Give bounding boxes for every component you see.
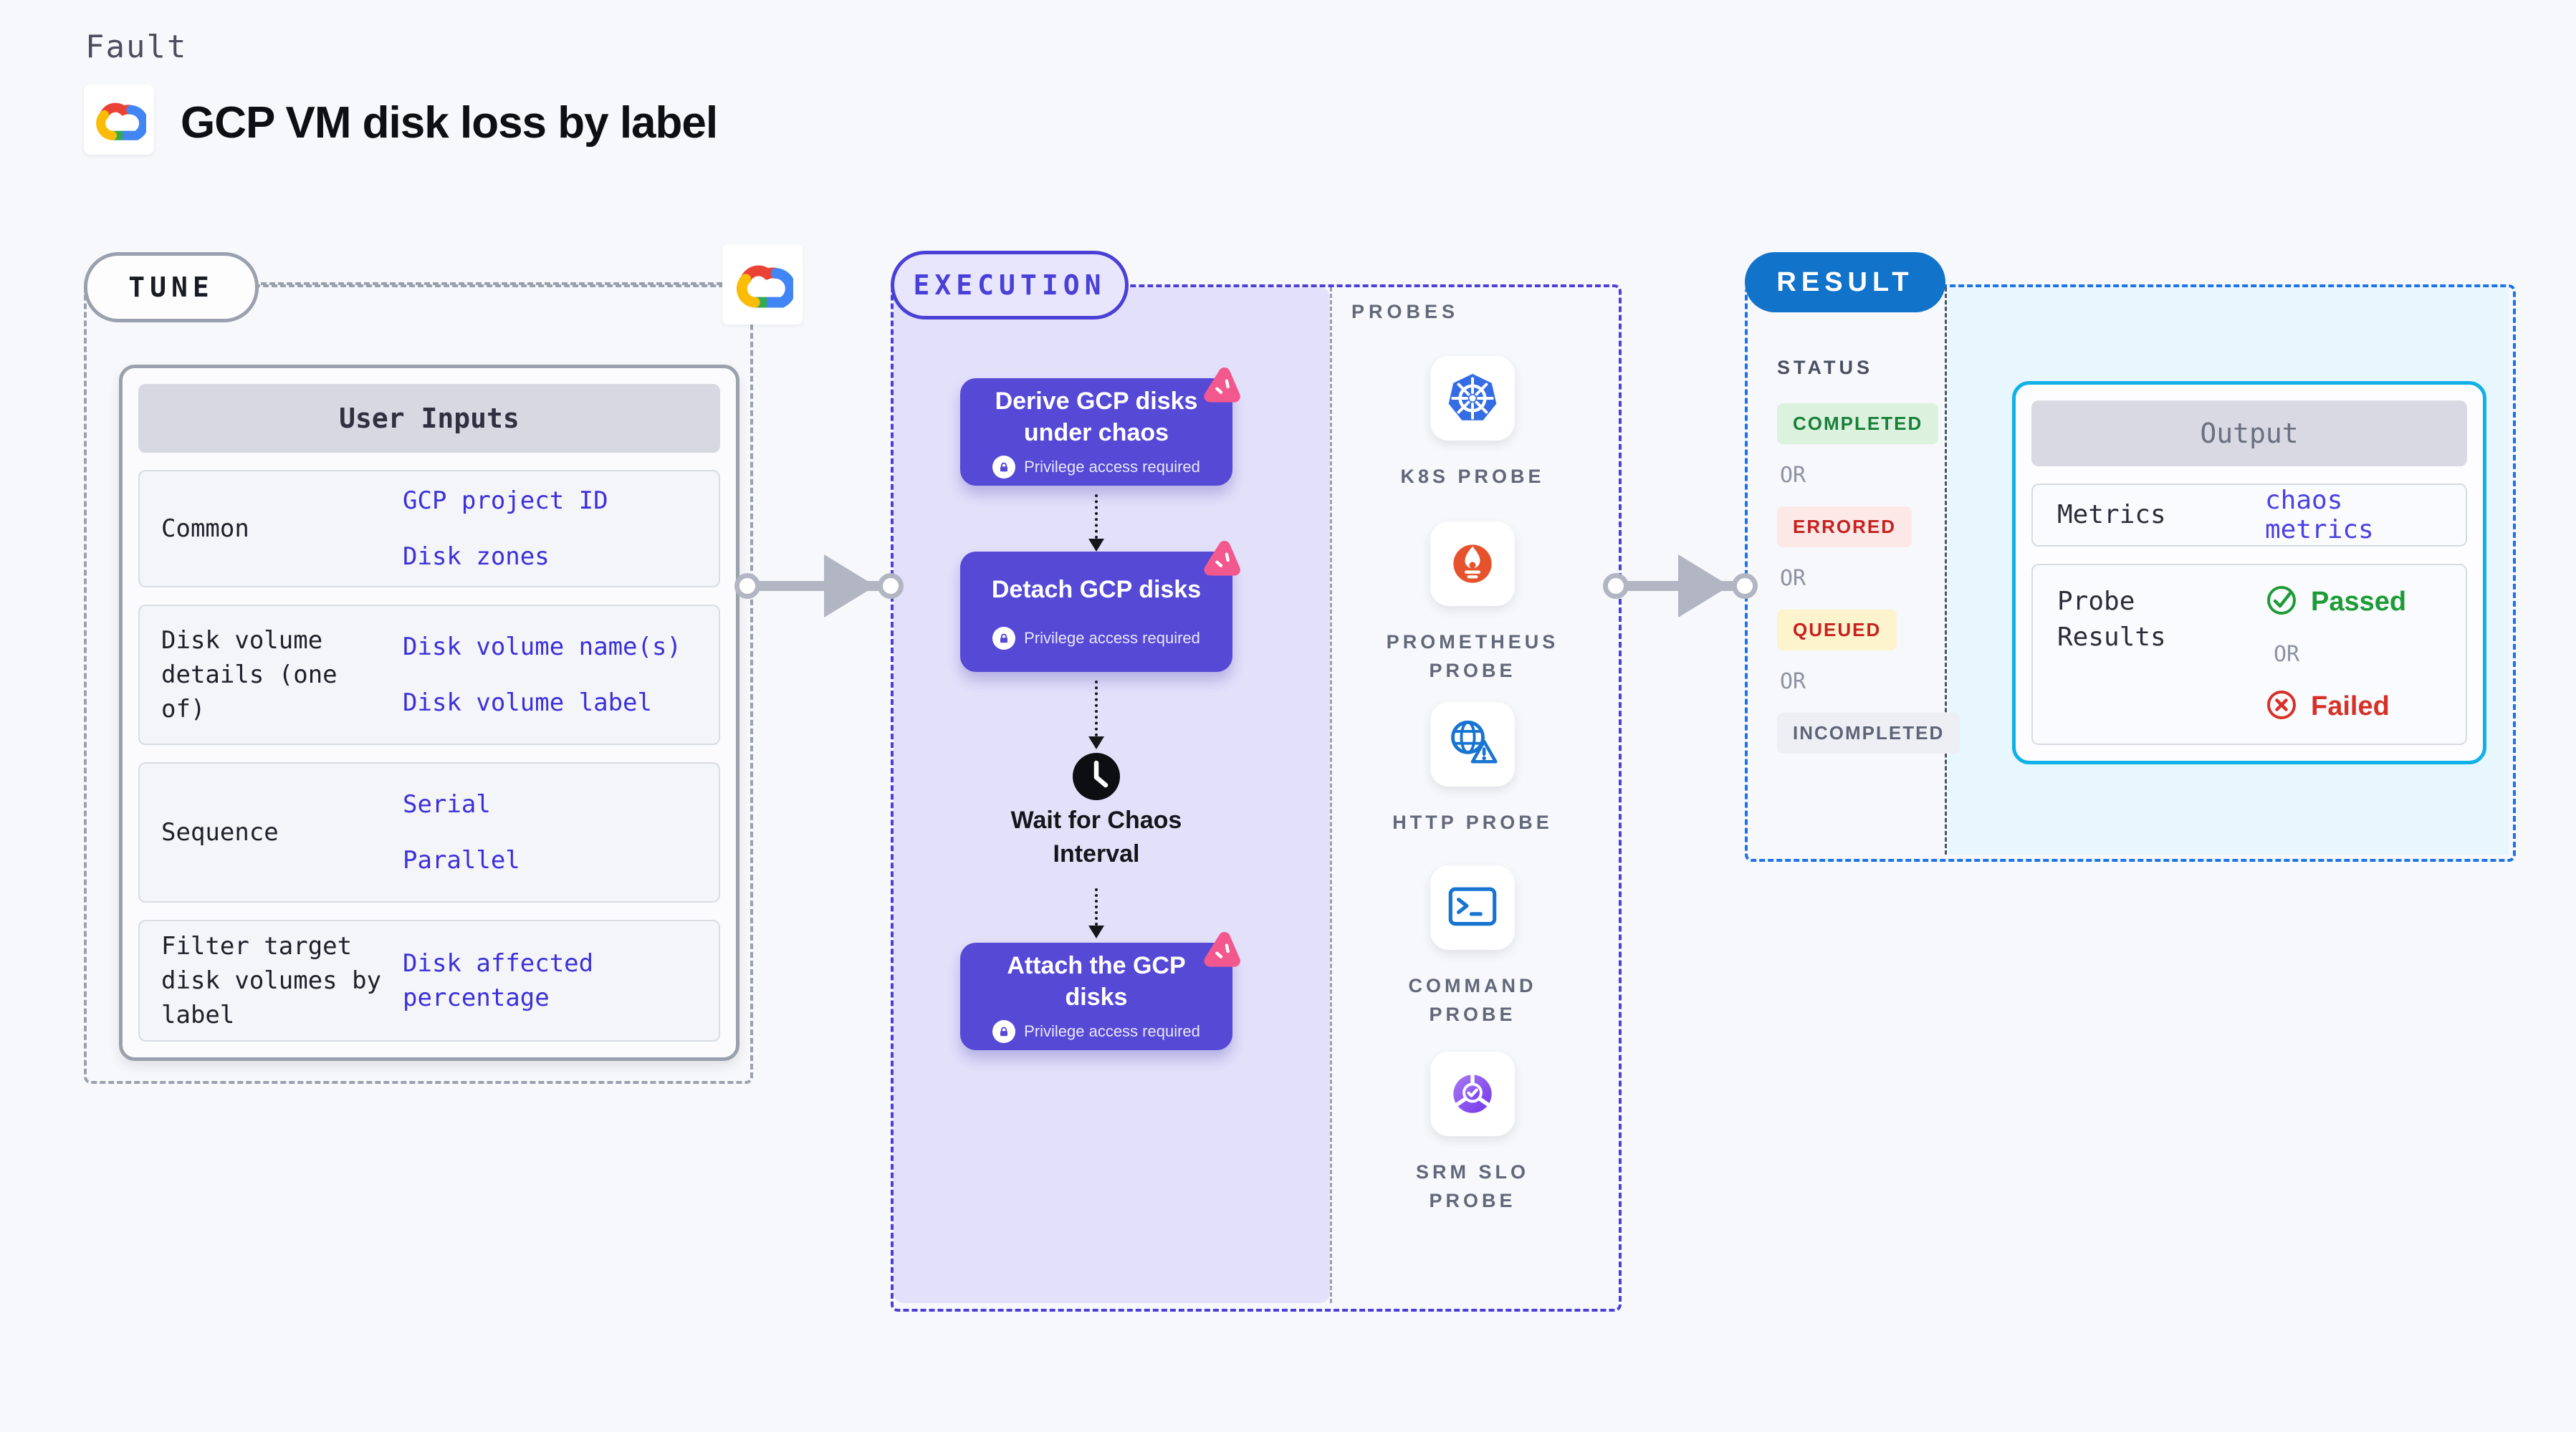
tune-gcp-tile — [722, 244, 803, 325]
user-inputs-title: User Inputs — [138, 384, 720, 453]
probe-label: COMMAND PROBE — [1408, 975, 1537, 1025]
status-badge-incompleted: INCOMPLETED — [1777, 713, 1960, 754]
privilege-note: Privilege access required — [1024, 629, 1200, 648]
probe-k8s: K8S PROBE — [1387, 356, 1558, 491]
user-inputs-card: User Inputs Common GCP project ID Disk z… — [119, 365, 739, 1061]
probe-results-row: Probe Results Passed OR — [2031, 564, 2467, 745]
or-label: OR — [1780, 669, 1806, 694]
flow-arrow — [1095, 681, 1098, 736]
probe-label: K8S PROBE — [1400, 466, 1545, 487]
row-value: Disk affected percentage — [403, 949, 594, 1012]
passed-label: Passed — [2311, 587, 2407, 617]
check-circle-icon — [2265, 584, 2298, 620]
probe-label: PROMETHEUS PROBE — [1386, 631, 1559, 681]
step-attach-gcp-disks: Attach the GCP disks Privilege access re… — [960, 931, 1240, 1050]
row-label: Filter target disk volumes by label — [161, 932, 382, 1029]
output-card: Output Metrics chaos metrics Probe Resul… — [2012, 381, 2486, 764]
row-value: Disk volume name(s) — [403, 633, 681, 661]
connector-endpoint — [734, 573, 760, 599]
lock-icon — [992, 1020, 1016, 1043]
flow-arrowhead — [1088, 736, 1104, 749]
step-title: Detach GCP disks — [991, 575, 1202, 603]
probe-label: HTTP PROBE — [1392, 812, 1553, 833]
metrics-row: Metrics chaos metrics — [2031, 484, 2467, 547]
flow-arrowhead — [1088, 926, 1104, 938]
row-value: GCP project ID — [403, 486, 608, 515]
or-label: OR — [1780, 566, 1806, 591]
output-title: Output — [2031, 400, 2467, 466]
probe-http: HTTP PROBE — [1387, 702, 1558, 837]
connector-endpoint — [878, 573, 904, 599]
gcp-cloud-icon — [96, 102, 146, 140]
flow-arrowhead — [1088, 539, 1104, 552]
command-terminal-icon — [1430, 865, 1515, 950]
page-title: GCP VM disk loss by label — [181, 98, 718, 148]
row-label: Sequence — [161, 818, 279, 847]
execution-probes-divider — [1330, 287, 1332, 1303]
status-badge-completed: COMPLETED — [1777, 403, 1939, 444]
kubernetes-icon — [1430, 356, 1515, 441]
privilege-note: Privilege access required — [1024, 1022, 1200, 1040]
connector-arrowhead — [824, 554, 876, 618]
row-value: Serial — [403, 790, 491, 819]
gcp-cloud-icon — [736, 265, 793, 308]
or-label: OR — [2274, 642, 2300, 667]
wait-for-chaos-interval-label: Wait for Chaos Interval — [1010, 807, 1182, 868]
connector-endpoint — [1603, 573, 1629, 599]
privilege-note: Privilege access required — [1024, 458, 1200, 476]
probe-results-label: Probe Results — [2057, 587, 2166, 652]
status-column: STATUS COMPLETED OR ERRORED OR QUEUED OR… — [1777, 357, 1960, 754]
lock-icon — [992, 456, 1016, 479]
probe-command: COMMAND PROBE — [1387, 865, 1558, 1029]
row-value: Disk volume label — [403, 688, 652, 717]
tune-section-box — [84, 284, 753, 1084]
flow-arrow — [1095, 888, 1098, 926]
tune-badge: TUNE — [84, 252, 259, 322]
metrics-label: Metrics — [2057, 500, 2166, 529]
prometheus-icon — [1430, 522, 1515, 606]
execution-badge: EXECUTION — [891, 251, 1129, 319]
user-input-row: Sequence Serial Parallel — [138, 762, 720, 903]
status-badge-errored: ERRORED — [1777, 506, 1912, 547]
status-output-divider — [1945, 287, 1947, 855]
step-detach-gcp-disks: Detach GCP disks Privilege access requir… — [960, 540, 1240, 672]
http-globe-icon — [1430, 702, 1515, 787]
x-circle-icon — [2265, 688, 2298, 725]
connector-endpoint — [1732, 573, 1758, 599]
step-title: Derive GCP disks under chaos — [995, 388, 1198, 446]
row-value: Disk zones — [403, 542, 550, 571]
lock-icon — [992, 627, 1016, 650]
step-title: Attach the GCP disks — [1007, 952, 1186, 1011]
execution-section-box — [891, 284, 1622, 1312]
row-label: Common — [161, 514, 249, 543]
litmus-chaos-icon — [1197, 926, 1248, 979]
row-label: Disk volume details (one of) — [161, 626, 337, 724]
tune-connector-dash — [252, 282, 722, 285]
probe-srm-slo: SRM SLO PROBE — [1387, 1052, 1558, 1215]
litmus-chaos-icon — [1197, 534, 1248, 588]
srm-slo-icon — [1430, 1052, 1515, 1136]
status-badge-queued: QUEUED — [1777, 610, 1897, 650]
probe-label: SRM SLO PROBE — [1415, 1161, 1529, 1211]
user-input-row: Disk volume details (one of) Disk volume… — [138, 605, 720, 745]
probe-prometheus: PROMETHEUS PROBE — [1387, 522, 1558, 685]
metrics-value: chaos metrics — [2265, 486, 2374, 544]
result-badge: RESULT — [1745, 252, 1945, 312]
user-input-row: Filter target disk volumes by label Disk… — [138, 920, 720, 1042]
clock-icon — [1071, 751, 1121, 805]
or-label: OR — [1780, 463, 1806, 488]
failed-label: Failed — [2311, 691, 2390, 721]
gcp-logo-tile — [84, 85, 154, 155]
user-input-row: Common GCP project ID Disk zones — [138, 470, 720, 587]
status-title: STATUS — [1777, 357, 1873, 378]
probes-title: PROBES — [1351, 301, 1460, 322]
row-value: Parallel — [403, 846, 520, 875]
litmus-chaos-icon — [1197, 361, 1248, 415]
connector-arrowhead — [1678, 554, 1730, 618]
step-derive-gcp-disks: Derive GCP disks under chaos Privilege a… — [960, 367, 1240, 486]
flow-arrow — [1095, 494, 1098, 539]
page-eyebrow: Fault — [85, 29, 188, 65]
